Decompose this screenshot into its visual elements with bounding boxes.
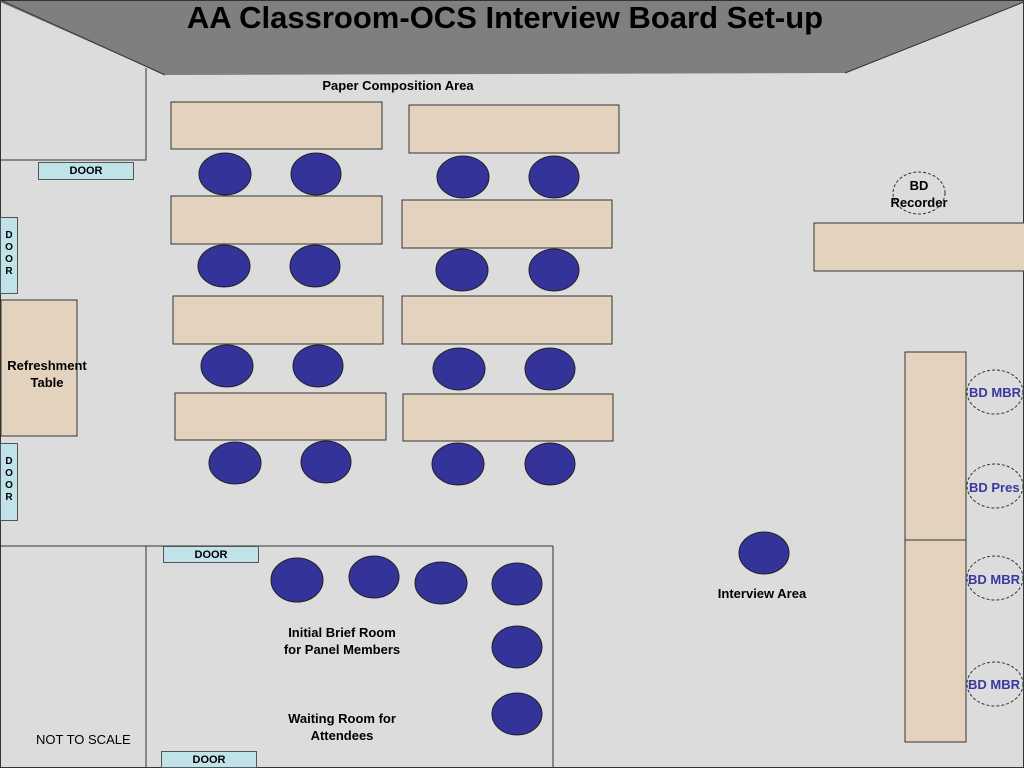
- desk: [170, 195, 383, 245]
- wall-left-top: [0, 0, 166, 76]
- page-title: AA Classroom-OCS Interview Board Set-up: [186, 0, 824, 35]
- chair: [292, 344, 344, 388]
- chair: [289, 244, 341, 288]
- initial-brief-label: Initial Brief Room for Panel Members: [283, 625, 401, 657]
- chair: [436, 155, 490, 199]
- interview-chair: [738, 531, 790, 575]
- brief-room-chair: [491, 562, 543, 606]
- desk: [401, 295, 613, 345]
- refreshment-table: [0, 299, 78, 437]
- brief-room-chair: [414, 561, 468, 605]
- chairs: [197, 152, 790, 736]
- desk: [402, 393, 614, 442]
- chair: [200, 344, 254, 388]
- board-table-top: [904, 351, 967, 541]
- board-seat: [966, 369, 1024, 415]
- door-top-left: DOOR: [38, 162, 134, 180]
- chair: [432, 347, 486, 391]
- board-seat: [966, 661, 1024, 707]
- board-member-label: BD MBR: [968, 572, 1020, 587]
- not-to-scale-note: NOT TO SCALE: [36, 732, 131, 747]
- waiting-room-label: Waiting Room for Attendees: [288, 711, 396, 743]
- title-banner: [0, 0, 1024, 75]
- desk: [401, 199, 613, 249]
- desk: [172, 295, 384, 345]
- waiting-chair: [491, 625, 543, 669]
- chair: [290, 152, 342, 196]
- chair: [528, 155, 580, 199]
- desk: [170, 101, 383, 150]
- interview-area-label: Interview Area: [717, 586, 807, 601]
- brief-room-chair: [270, 557, 324, 603]
- recorder-table: [813, 222, 1024, 272]
- desk: [174, 392, 387, 441]
- board-table-bottom: [904, 539, 967, 743]
- door-bottom: DOOR: [161, 751, 257, 768]
- waiting-chair: [491, 692, 543, 736]
- door-brief-room: DOOR: [163, 546, 259, 563]
- wall-right-top: [844, 1, 1024, 74]
- refreshment-label: Refreshment Table: [7, 358, 87, 390]
- chair: [431, 442, 485, 486]
- chair: [198, 152, 252, 196]
- closet-wall: [0, 68, 147, 161]
- board-member-label: BD MBR: [968, 677, 1020, 692]
- chair: [435, 248, 489, 292]
- board-seat: [966, 555, 1024, 601]
- desk: [408, 104, 620, 154]
- board-seat: [966, 463, 1024, 509]
- board-member-label: BD MBR: [969, 385, 1021, 400]
- board-president-label: BD Pres: [969, 480, 1020, 495]
- recorder-seat: [892, 171, 946, 215]
- brief-room-chair: [348, 555, 400, 599]
- chair: [524, 442, 576, 486]
- bd-recorder-label: BD Recorder: [890, 178, 948, 210]
- chair: [524, 347, 576, 391]
- chair: [197, 244, 251, 288]
- dashed-seats: [892, 171, 1024, 707]
- paper-tables: [170, 101, 620, 442]
- chair: [208, 441, 262, 485]
- chair: [528, 248, 580, 292]
- paper-area-label: Paper Composition Area: [322, 78, 474, 93]
- chair: [300, 440, 352, 484]
